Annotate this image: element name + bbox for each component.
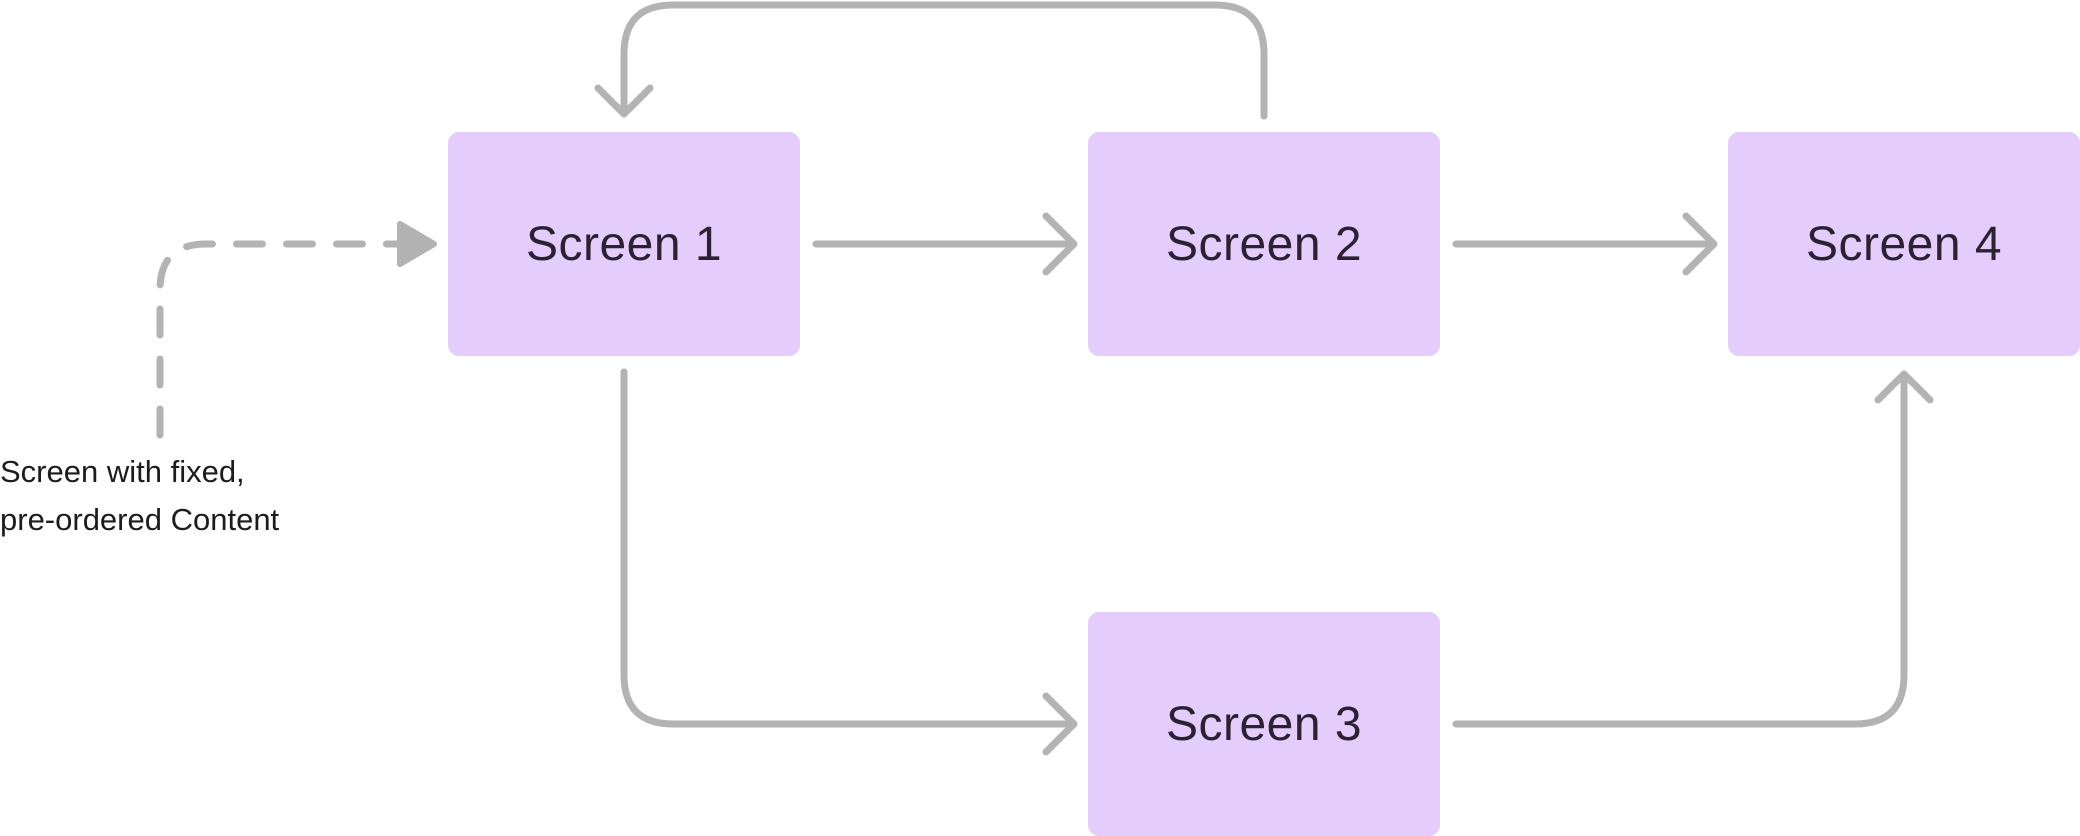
edge-screen-2-to-screen-1 bbox=[620, 1, 1268, 120]
screen-2-node: Screen 2 bbox=[1088, 132, 1440, 356]
edge-screen-3-to-screen-4 bbox=[1452, 370, 1908, 728]
entry-annotation: Screen with fixed, pre-ordered Content bbox=[0, 448, 279, 544]
arrowhead-screen-4-bottom bbox=[1874, 370, 1934, 404]
edge-entry-to-screen-1 bbox=[156, 240, 404, 439]
screen-3-node: Screen 3 bbox=[1088, 612, 1440, 836]
arrowhead-screen-2-left bbox=[1042, 212, 1078, 276]
arrowhead-screen-3-left bbox=[1042, 692, 1078, 756]
arrowhead-entry-filled bbox=[397, 221, 437, 267]
annotation-line-1: Screen with fixed, bbox=[0, 454, 245, 489]
screen-3-label: Screen 3 bbox=[1165, 697, 1363, 751]
screen-2-label: Screen 2 bbox=[1165, 217, 1363, 271]
annotation-line-2: pre-ordered Content bbox=[0, 502, 280, 537]
arrowhead-screen-4-left bbox=[1682, 212, 1718, 276]
screen-4-label: Screen 4 bbox=[1805, 217, 2003, 271]
screen-1-label: Screen 1 bbox=[525, 217, 723, 271]
arrowhead-screen-1-top bbox=[594, 84, 654, 118]
screen-1-node: Screen 1 bbox=[448, 132, 800, 356]
edge-screen-1-to-screen-3 bbox=[620, 368, 1076, 728]
screen-4-node: Screen 4 bbox=[1728, 132, 2080, 356]
